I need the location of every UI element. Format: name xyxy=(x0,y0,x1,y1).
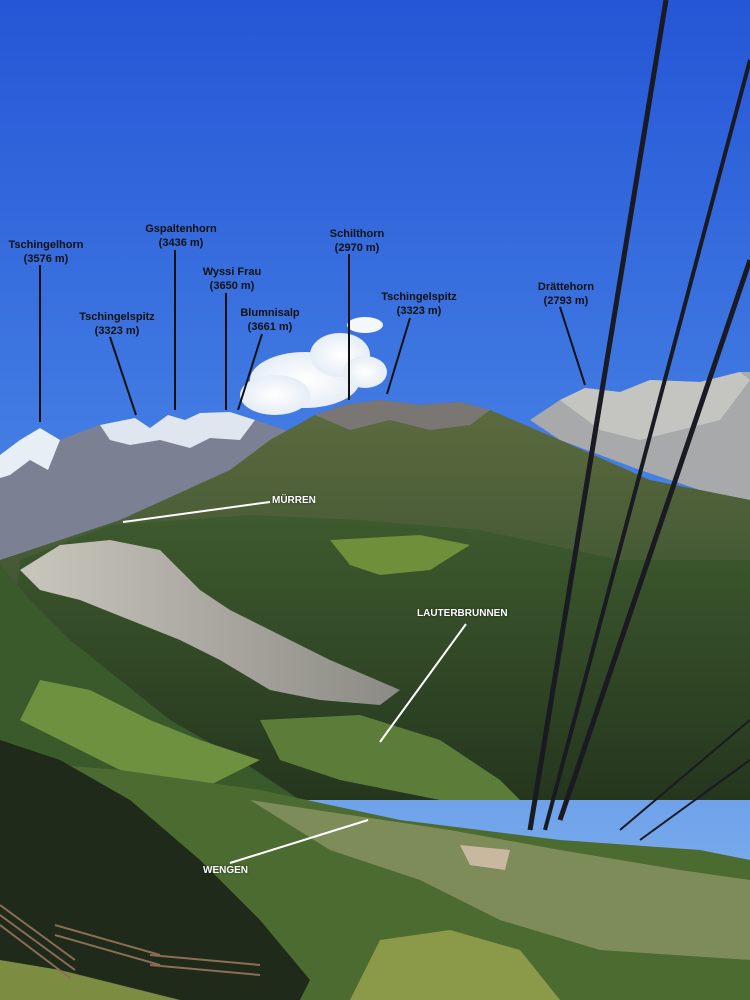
cable-car-cables xyxy=(527,0,750,841)
peak-elevation: (2793 m) xyxy=(543,295,589,307)
peak-elevation: (3436 m) xyxy=(158,237,204,249)
snow-field xyxy=(100,412,255,448)
avalanche-fence xyxy=(0,904,261,979)
peak-label-gspaltenhorn: Gspaltenhorn (3436 m) xyxy=(145,222,217,250)
peak-name: Tschingelhorn xyxy=(8,239,84,251)
peak-label-schilthorn: Schilthorn (2970 m) xyxy=(330,227,384,255)
snow-field xyxy=(0,428,60,478)
meadow xyxy=(330,535,470,575)
peak-name: Tschingelspitz xyxy=(79,311,155,323)
peak-elevation: (3323 m) xyxy=(94,325,140,337)
cloud xyxy=(240,317,387,415)
peak-name: Tschingelspitz xyxy=(381,291,457,303)
peak-label-tschingelhorn: Tschingelhorn (3576 m) xyxy=(9,238,84,266)
peak-elevation: (3576 m) xyxy=(23,253,69,265)
place-label-murren: MÜRREN xyxy=(272,495,316,506)
peak-label-tschingelspitz-right: Tschingelspitz (3323 m) xyxy=(381,290,457,318)
foreground-meadow xyxy=(350,930,560,1000)
peak-elevation: (2970 m) xyxy=(334,242,380,254)
place-pointers xyxy=(122,501,467,864)
peak-name: Blumnisalp xyxy=(240,307,300,319)
cliff-face xyxy=(20,540,400,705)
valley-floor xyxy=(260,715,520,800)
peak-label-drattehorn: Drättehorn (2793 m) xyxy=(538,280,594,308)
place-label-wengen: WENGEN xyxy=(203,865,248,876)
peak-name: Wyssi Frau xyxy=(202,266,262,278)
foreground-hill xyxy=(0,740,310,1000)
village-area xyxy=(250,800,750,960)
peak-label-tschingelspitz-left: Tschingelspitz (3323 m) xyxy=(79,310,155,338)
rock-face xyxy=(560,372,750,440)
peak-name: Schilthorn xyxy=(329,228,385,240)
peak-elevation: (3323 m) xyxy=(396,305,442,317)
place-label-lauterbrunnen: LAUTERBRUNNEN xyxy=(417,608,508,619)
peak-elevation: (3661 m) xyxy=(247,321,293,333)
peak-name: Gspaltenhorn xyxy=(145,223,217,235)
peak-label-wyssi-frau: Wyssi Frau (3650 m) xyxy=(203,265,262,293)
peak-name: Drättehorn xyxy=(537,281,595,293)
peak-label-blumnisalp: Blumnisalp (3661 m) xyxy=(240,306,299,334)
foreground-grass xyxy=(0,960,180,1000)
peak-elevation: (3650 m) xyxy=(209,280,255,292)
building-area xyxy=(460,845,510,870)
rock-face xyxy=(315,400,490,430)
peak-pointers xyxy=(39,250,586,422)
meadow xyxy=(20,680,260,790)
